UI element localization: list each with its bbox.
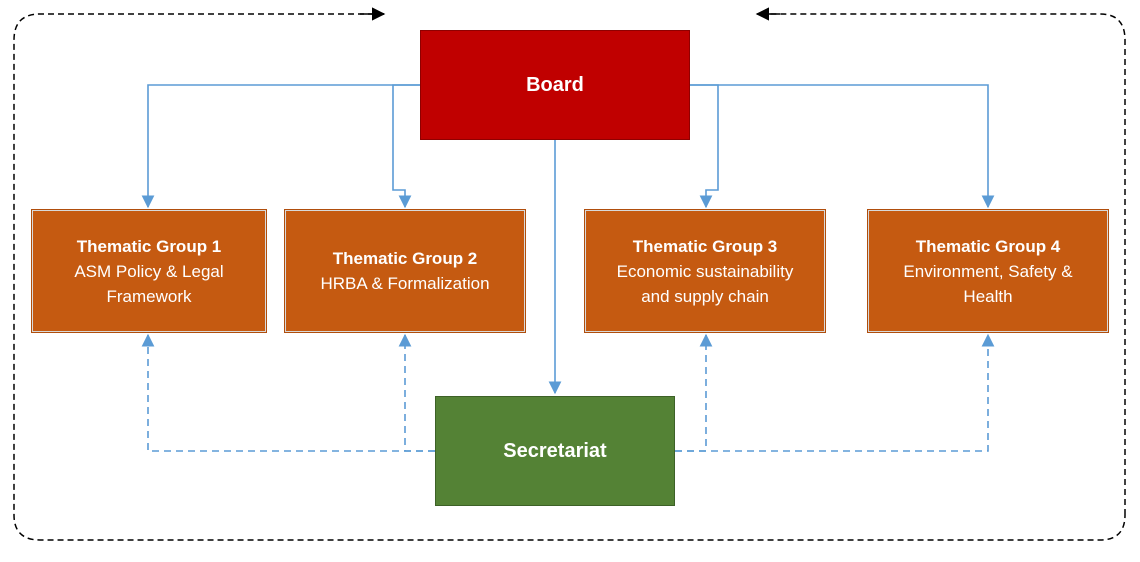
board-to-group2-connector <box>392 84 420 209</box>
group-title: Thematic Group 2 <box>332 249 478 268</box>
board-label: Board <box>526 73 584 96</box>
secretariat-to-group4-connector <box>675 333 995 452</box>
board-to-group1-connector <box>141 84 420 209</box>
group-description-line: HRBA & Formalization <box>320 274 490 293</box>
group-description-line: Framework <box>106 286 192 306</box>
group-description-line: Environment, Safety & <box>903 261 1073 281</box>
group-description-line: ASM Policy & Legal <box>74 261 224 281</box>
feedback-loop-right <box>757 13 1126 515</box>
group-title: Thematic Group 1 <box>76 236 222 256</box>
secretariat-to-group2-connector <box>398 333 435 452</box>
group-description-line: and supply chain <box>641 286 769 306</box>
secretariat-label: Secretariat <box>503 439 607 462</box>
group-description-line: Health <box>963 286 1013 306</box>
group-description-line: Economic sustainability <box>616 261 794 281</box>
group-title: Thematic Group 4 <box>915 236 1061 256</box>
board-to-group3-connector <box>690 84 719 209</box>
thematic-group-1-box: Thematic Group 1 ASM Policy & Legal Fram… <box>31 209 267 333</box>
secretariat-to-group3-connector <box>675 333 713 452</box>
thematic-group-4-box: Thematic Group 4 Environment, Safety & H… <box>867 209 1109 333</box>
feedback-loop-left <box>13 13 1126 541</box>
group-title: Thematic Group 3 <box>632 236 778 256</box>
board-box: Board <box>420 30 690 140</box>
secretariat-box: Secretariat <box>435 396 675 506</box>
thematic-group-2-box: Thematic Group 2 HRBA & Formalization <box>284 209 526 333</box>
board-to-group4-connector <box>690 84 995 209</box>
secretariat-to-group1-connector <box>141 333 435 452</box>
thematic-group-3-box: Thematic Group 3 Economic sustainability… <box>584 209 826 333</box>
